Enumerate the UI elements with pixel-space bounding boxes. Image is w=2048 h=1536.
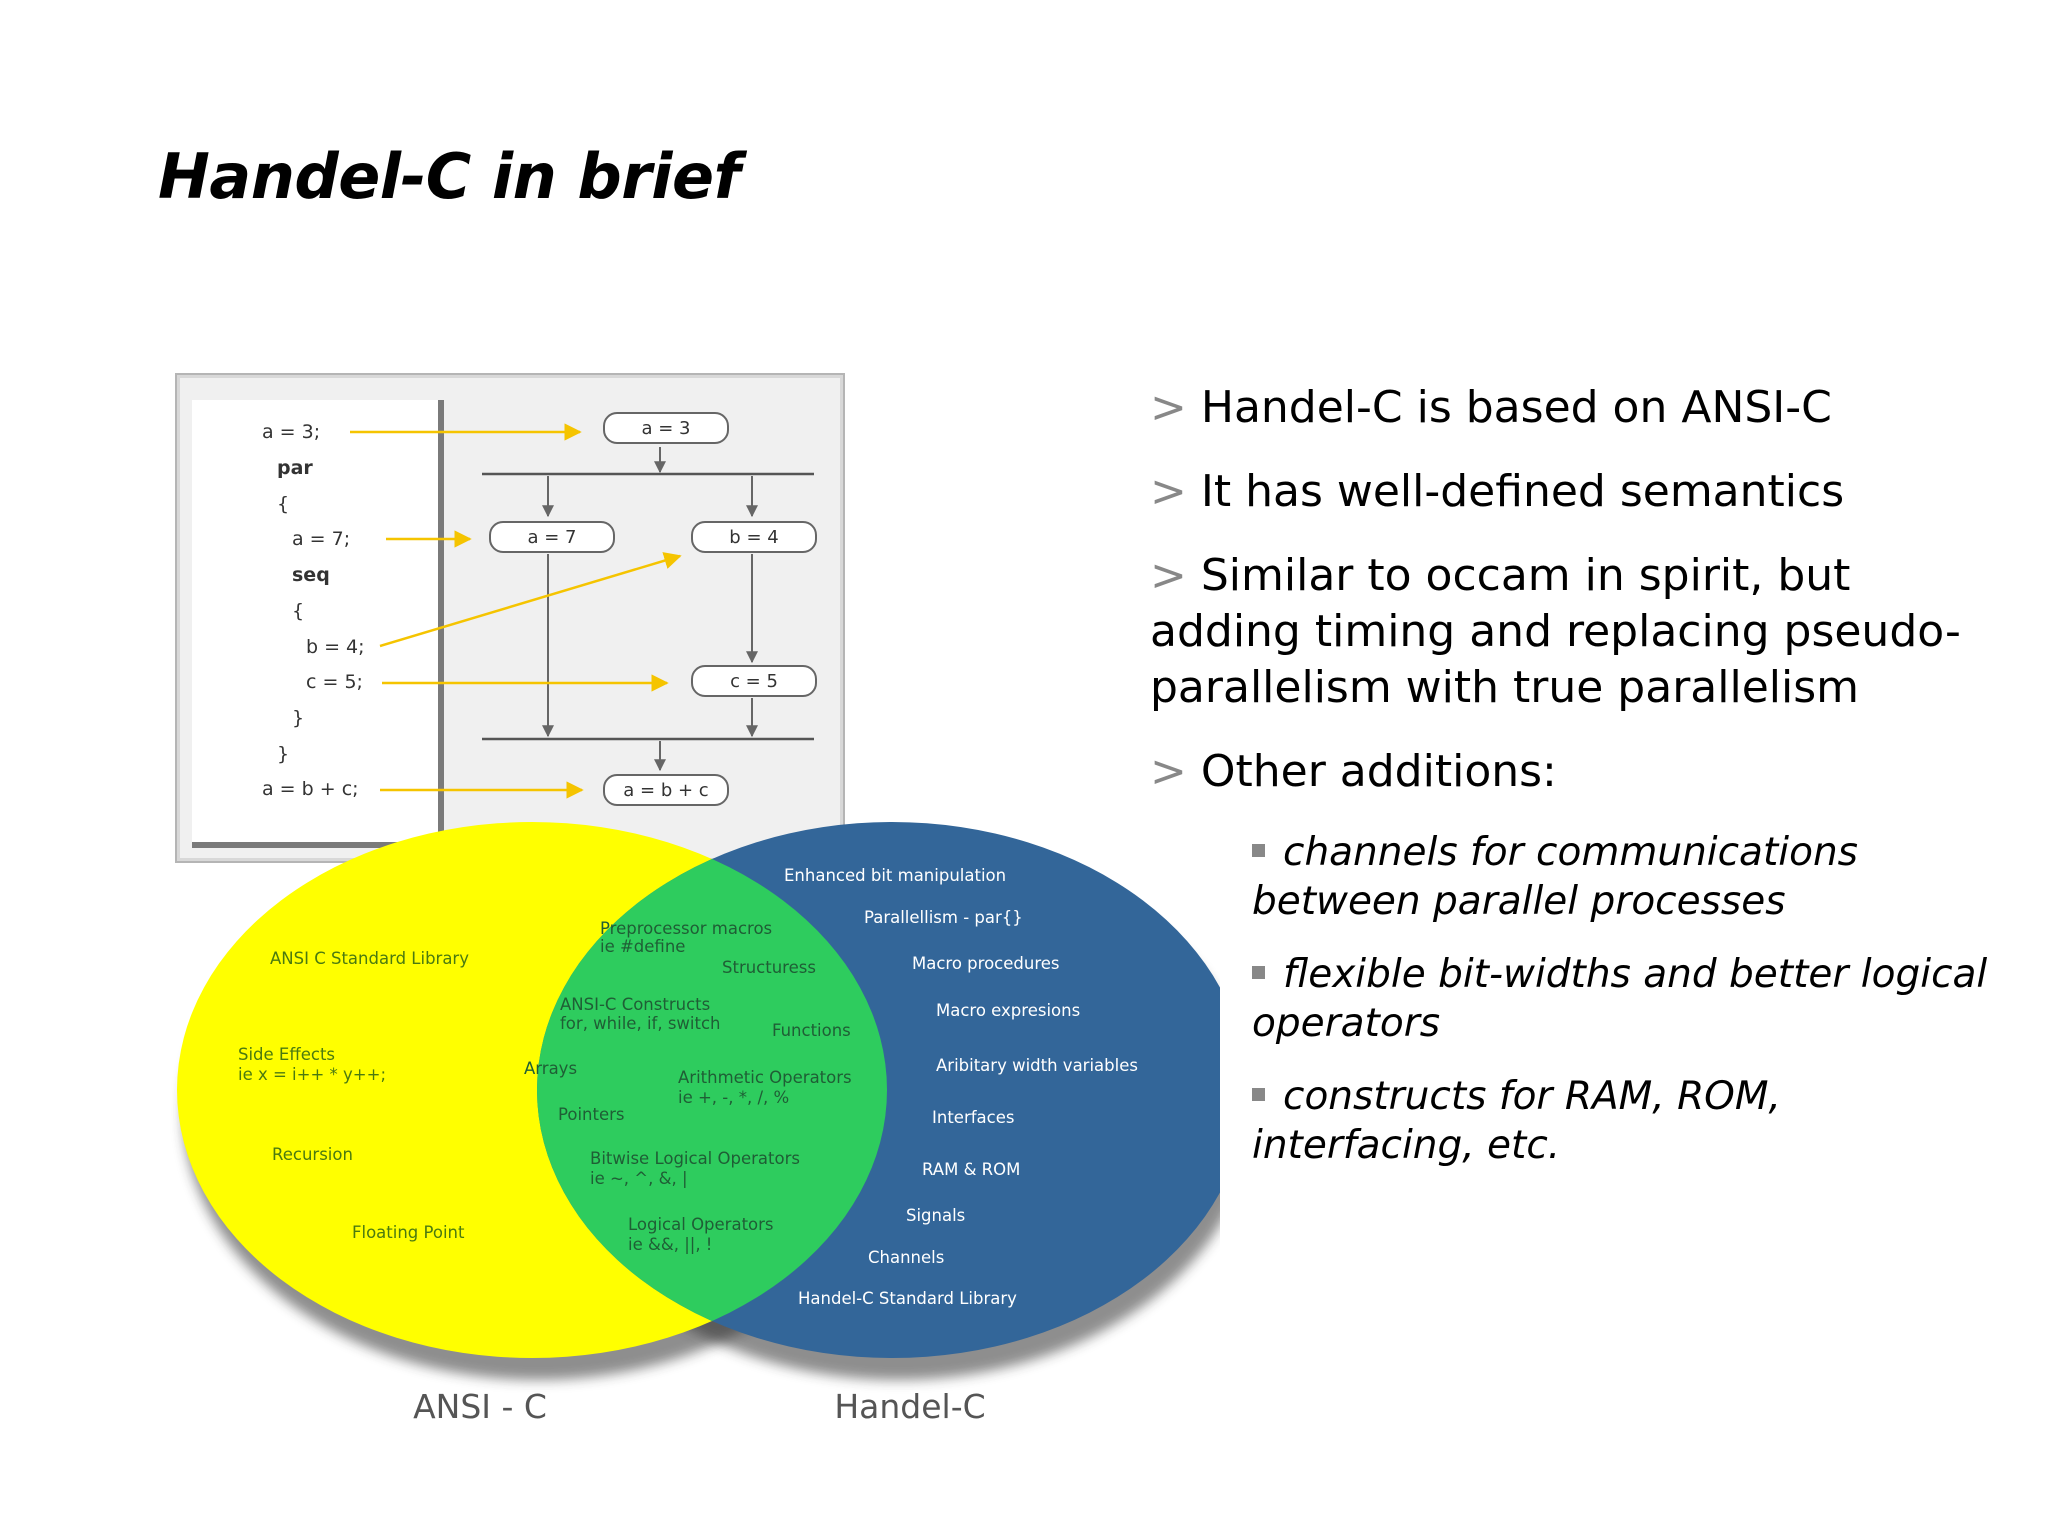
flow-node-a3: a = 3 [603, 412, 729, 444]
code-line: } [292, 707, 304, 729]
venn-item: Interfaces [932, 1108, 1014, 1127]
venn-item: Pointers [558, 1105, 625, 1124]
bullet-text: Other additions: [1200, 746, 1557, 797]
code-line: par [277, 457, 313, 479]
bullet-text: It has well-defined semantics [1200, 466, 1845, 517]
flow-node-label: a = 7 [527, 527, 576, 548]
handelc-figure: a = 3; par { a = 7; seq { b = 4; c = 5; … [170, 368, 1220, 1448]
venn-item: Signals [906, 1206, 965, 1225]
venn-item: Structuress [722, 958, 816, 977]
flow-node-label: a = b + c [623, 780, 708, 801]
venn-item: Arrays [524, 1059, 577, 1078]
bullet-mark: > [1150, 382, 1187, 433]
sub-bullet-item: constructs for RAM, ROM, interfacing, et… [1252, 1072, 2000, 1170]
code-line: seq [292, 564, 330, 586]
venn-item: ie #define [600, 937, 685, 956]
bullet-item: > Other additions: [1150, 744, 2000, 800]
bullet-item: > It has well-defined semantics [1150, 464, 2000, 520]
code-line: a = 7; [292, 528, 350, 550]
code-line: b = 4; [306, 636, 365, 658]
venn-item: ANSI C Standard Library [270, 949, 469, 968]
bullet-mark: > [1150, 466, 1187, 517]
sub-bullet-text: channels for communications between para… [1252, 830, 1858, 924]
bullet-item: > Handel-C is based on ANSI-C [1150, 380, 2000, 436]
flow-node-c5: c = 5 [691, 665, 817, 697]
venn-item: Arithmetic Operators [678, 1068, 852, 1087]
sub-bullet-list: channels for communications between para… [1252, 828, 2000, 1170]
bullet-text: Handel-C is based on ANSI-C [1200, 382, 1832, 433]
sub-bullet-item: channels for communications between para… [1252, 828, 2000, 926]
bullet-text: Similar to occam in spirit, but adding t… [1150, 550, 1961, 713]
square-bullet-icon [1252, 966, 1265, 979]
venn-item: ie x = i++ * y++; [238, 1065, 386, 1084]
bullet-mark: > [1150, 550, 1187, 601]
handel-c-label: Handel-C [834, 1387, 985, 1426]
venn-item: ie +, -, *, /, % [678, 1088, 789, 1107]
venn-item: RAM & ROM [922, 1160, 1020, 1179]
square-bullet-icon [1252, 844, 1265, 857]
sub-bullet-text: flexible bit-widths and better logical o… [1252, 952, 1988, 1046]
venn-item: ie ~, ^, &, | [590, 1169, 688, 1188]
flow-node-label: b = 4 [729, 527, 778, 548]
venn-item: Recursion [272, 1145, 353, 1164]
code-line: } [277, 743, 289, 765]
figure-svg: a = 3; par { a = 7; seq { b = 4; c = 5; … [175, 373, 1220, 1426]
code-flow-panel: a = 3; par { a = 7; seq { b = 4; c = 5; … [175, 373, 845, 863]
flow-node-a7: a = 7 [489, 521, 615, 553]
venn-item: for, while, if, switch [560, 1014, 721, 1033]
overlap-region [537, 822, 887, 1358]
code-line: a = 3; [262, 421, 320, 443]
venn-item: Handel-C Standard Library [798, 1289, 1017, 1308]
venn-item: Functions [772, 1021, 851, 1040]
bullet-item: >Similar to occam in spirit, but adding … [1150, 548, 2000, 716]
square-bullet-icon [1252, 1088, 1265, 1101]
venn-item: ie &&, ||, ! [628, 1235, 712, 1254]
venn-item: ANSI-C Constructs [560, 995, 710, 1014]
code-line: c = 5; [306, 671, 363, 693]
venn-item: Side Effects [238, 1045, 335, 1064]
slide-title: Handel-C in brief [158, 140, 741, 213]
ansi-c-label: ANSI - C [413, 1387, 547, 1426]
bullet-list: > Handel-C is based on ANSI-C > It has wel… [1150, 380, 2000, 1194]
venn-item: Floating Point [352, 1223, 465, 1242]
venn-item: Macro expresions [936, 1001, 1080, 1020]
flow-node-abc: a = b + c [603, 774, 729, 806]
venn-item: Channels [868, 1248, 944, 1267]
venn-item: Macro procedures [912, 954, 1060, 973]
venn-item: Logical Operators [628, 1215, 774, 1234]
venn-item: Bitwise Logical Operators [590, 1149, 800, 1168]
venn-item: Aribitary width variables [936, 1056, 1138, 1075]
flow-node-label: c = 5 [730, 671, 778, 692]
flow-node-label: a = 3 [641, 418, 690, 439]
sub-bullet-text: constructs for RAM, ROM, interfacing, et… [1252, 1074, 1781, 1168]
code-line: { [292, 600, 304, 622]
sub-bullet-item: flexible bit-widths and better logical o… [1252, 950, 2000, 1048]
flow-node-b4: b = 4 [691, 521, 817, 553]
venn-item: Parallellism - par{} [864, 908, 1023, 927]
venn-item: Enhanced bit manipulation [784, 866, 1006, 885]
code-line: { [277, 493, 289, 515]
code-line: a = b + c; [262, 778, 359, 800]
bullet-mark: > [1150, 746, 1187, 797]
venn-item: Preprocessor macros [600, 919, 772, 938]
venn-diagram: ANSI C Standard Library Side Effects ie … [177, 822, 1220, 1426]
